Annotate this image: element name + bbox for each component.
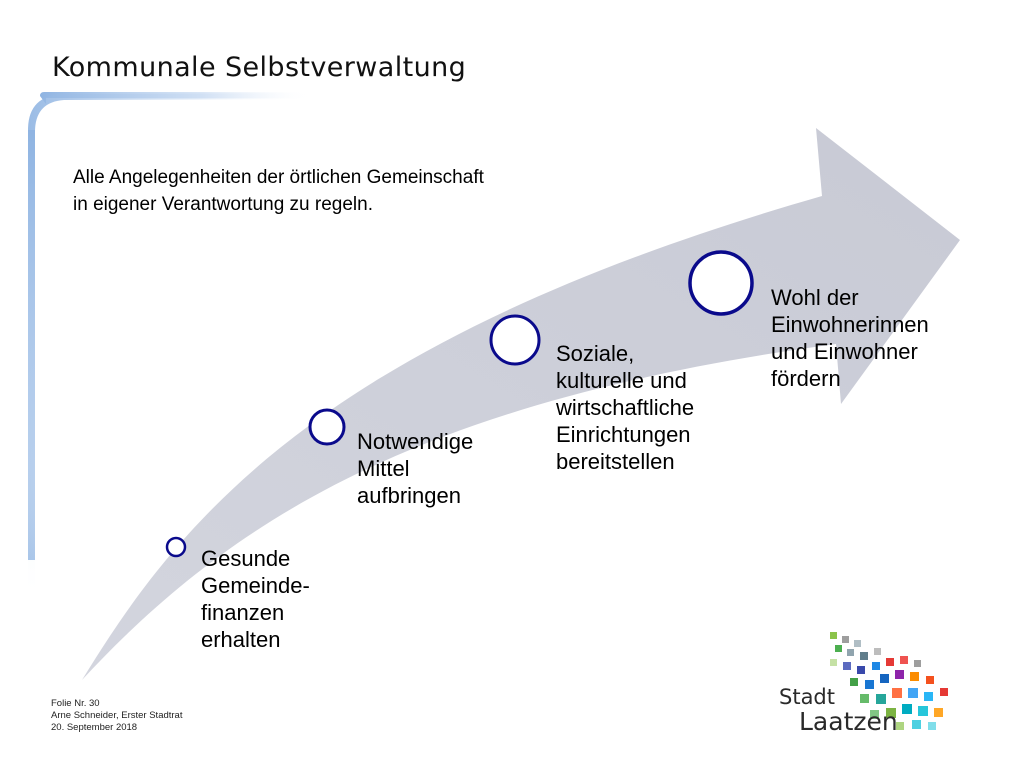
- footer-slide-number: Folie Nr. 30: [51, 698, 100, 709]
- step-marker-1: [165, 536, 187, 558]
- footer-presenter: Arne Schneider, Erster Stadtrat: [51, 710, 183, 721]
- step-3-line-2: kulturelle und: [556, 368, 687, 393]
- step-4-line-3: und Einwohner: [771, 339, 918, 364]
- step-marker-4: [688, 250, 754, 316]
- step-4-line-4: fördern: [771, 366, 841, 391]
- footer-date: 20. September 2018: [51, 722, 138, 733]
- slide-title: Kommunale Selbstverwaltung: [52, 52, 467, 83]
- corner-accent-bar: [28, 92, 310, 600]
- slide-footer: Folie Nr. 30 Arne Schneider, Erster Stad…: [51, 698, 182, 734]
- city-logo-text: Stadt Laatzen: [777, 686, 898, 736]
- intro-line-2: in eigener Verantwortung zu regeln.: [73, 194, 373, 215]
- step-4-line-2: Einwohnerinnen: [771, 312, 929, 337]
- intro-text: Alle Angelegenheiten der örtlichen Gemei…: [73, 164, 633, 218]
- step-label-2: Notwendige Mittel aufbringen: [357, 428, 527, 509]
- step-1-line-4: erhalten: [201, 627, 281, 652]
- logo-word-laatzen: Laatzen: [799, 707, 898, 736]
- step-2-line-3: aufbringen: [357, 483, 461, 508]
- step-3-line-1: Soziale,: [556, 341, 635, 366]
- step-label-1: Gesunde Gemeinde- finanzen erhalten: [201, 545, 371, 653]
- step-4-line-1: Wohl der: [771, 285, 859, 310]
- step-2-line-1: Notwendige: [357, 429, 474, 454]
- step-3-line-3: wirtschaftliche: [556, 395, 695, 420]
- step-marker-2: [308, 408, 346, 446]
- intro-line-1: Alle Angelegenheiten der örtlichen Gemei…: [73, 167, 484, 188]
- step-1-line-2: Gemeinde-: [201, 573, 310, 598]
- step-1-line-3: finanzen: [201, 600, 285, 625]
- logo-word-stadt: Stadt: [779, 685, 835, 709]
- step-3-line-4: Einrichtungen: [556, 422, 691, 447]
- step-2-line-2: Mittel: [357, 456, 410, 481]
- step-label-4: Wohl der Einwohnerinnen und Einwohner fö…: [771, 284, 981, 392]
- step-label-3: Soziale, kulturelle und wirtschaftliche …: [556, 340, 756, 475]
- step-marker-3: [489, 314, 541, 366]
- step-1-line-1: Gesunde: [201, 546, 291, 571]
- step-3-line-5: bereitstellen: [556, 449, 675, 474]
- city-logo-mosaic: [830, 632, 948, 730]
